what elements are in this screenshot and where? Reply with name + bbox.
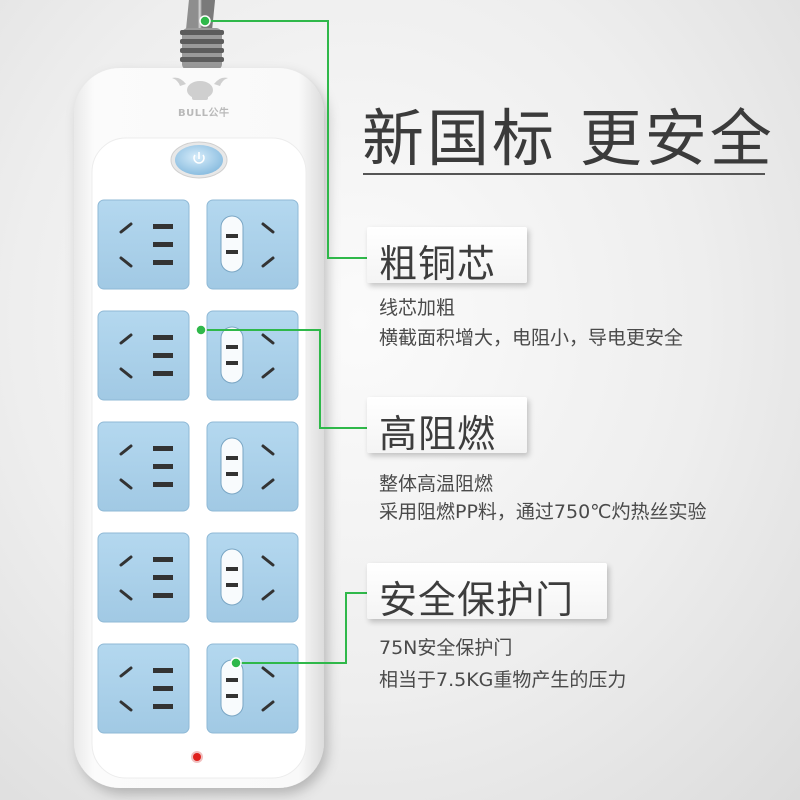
feature-copper-line-2: 横截面积增大，电阻小，导电更安全 [379,327,684,349]
socket-left-row-2 [97,310,190,401]
socket-right-row-3 [206,421,299,512]
socket-right-row-2 [206,310,299,401]
cord-strain-relief [180,28,224,70]
feature-shutter-line-1: 75N安全保护门 [379,637,513,659]
feature-shutter-title: 安全保护门 [379,578,575,622]
callout-line-copper [205,20,368,259]
feature-flame-line-2: 采用阻燃PP料，通过750℃灼热丝实验 [379,501,707,523]
socket-left-row-4 [97,532,190,623]
feature-copper-line-1: 线芯加粗 [379,297,456,319]
callout-line-flame [201,329,368,429]
socket-right-row-4 [206,532,299,623]
socket-left-row-3 [97,421,190,512]
feature-shutter-line-2: 相当于7.5KG重物产生的压力 [379,669,627,691]
callout-lines [201,20,368,664]
bull-logo-icon [172,77,228,100]
socket-left-row-5 [97,643,190,734]
socket-left-row-1 [97,199,190,290]
socket-right-row-5 [206,643,299,734]
power-switch-icon [170,141,228,179]
feature-shutter-box: 安全保护门 [367,563,607,622]
brand-logo-text: BULL公牛 [178,108,230,119]
feature-copper-box: 粗铜芯 [367,227,527,286]
feature-flame-box: 高阻燃 [367,397,527,456]
callout-line-shutter [236,592,368,664]
feature-copper-title: 粗铜芯 [379,242,497,286]
indicator-light-icon [191,751,203,763]
headline: 新国标 更安全 [362,102,775,175]
feature-flame-title: 高阻燃 [379,412,497,456]
socket-right-row-1 [206,199,299,290]
feature-flame-line-1: 整体高温阻燃 [379,473,494,495]
